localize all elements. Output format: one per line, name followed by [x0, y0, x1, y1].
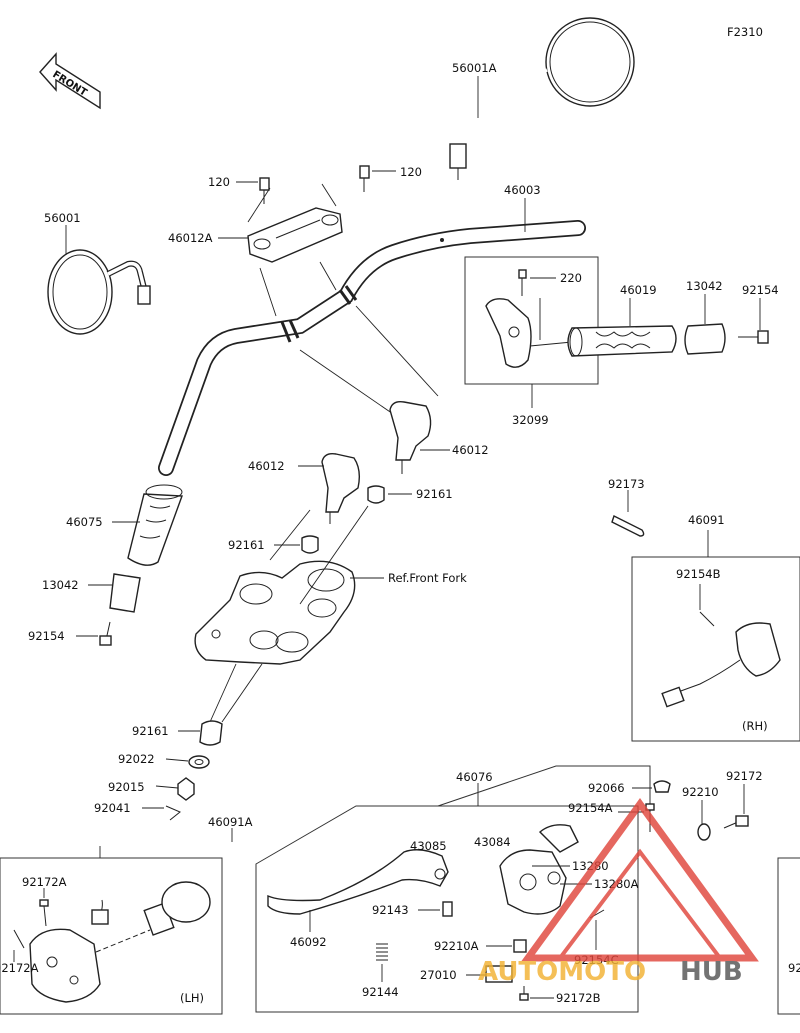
label-92172A-b: 92172A [0, 961, 39, 975]
front-arrow-icon: FRONT [39, 52, 101, 110]
label-92015: 92015 [108, 780, 145, 794]
label-46091A: 46091A [208, 815, 253, 829]
right-switch-box [631, 556, 800, 742]
clutch-lever [267, 849, 449, 915]
washer-92210 [697, 823, 711, 841]
bar-end-weight-right [684, 323, 726, 355]
pin-92143 [442, 901, 453, 917]
label-92172B: 92172B [556, 991, 601, 1005]
right-grip [567, 325, 677, 357]
label-46092: 46092 [290, 935, 327, 949]
label-92143: 92143 [372, 903, 409, 917]
label-13042-a: 13042 [686, 279, 723, 293]
label-43084: 43084 [474, 835, 511, 849]
stem-washer [188, 755, 210, 769]
label-43085: 43085 [410, 839, 447, 853]
throttle-housing [485, 298, 532, 368]
label-46003: 46003 [504, 183, 541, 197]
label-92144: 92144 [362, 985, 399, 999]
switch-bracket [611, 515, 645, 537]
mirror-right [449, 17, 635, 180]
throttle-screw [518, 269, 527, 296]
clamp-bolt-right [359, 165, 370, 192]
label-46019: 46019 [620, 283, 657, 297]
figure-code: F2310 [727, 25, 763, 39]
label-32099: 32099 [512, 413, 549, 427]
label-92210A: 92210A [434, 939, 479, 953]
bushing-a [367, 485, 385, 504]
label-92173: 92173 [608, 477, 645, 491]
mirror-left [47, 249, 151, 335]
right-switch-housing [661, 611, 781, 708]
label-92066: 92066 [588, 781, 625, 795]
label-92154-b: 92154 [28, 629, 65, 643]
stem-nut [177, 777, 195, 801]
watermark-logo: AUTOMOTO HUB [478, 798, 759, 987]
label-cut: 92 [788, 961, 800, 975]
label-92041: 92041 [94, 801, 131, 815]
label-92154B: 92154B [676, 567, 721, 581]
bushing-b [301, 535, 319, 554]
label-92154A: 92154A [568, 801, 613, 815]
bar-end-bolt-right [738, 330, 769, 344]
rh-note: (RH) [742, 719, 768, 733]
label-92022: 92022 [118, 752, 155, 766]
label-92161-c: 92161 [132, 724, 169, 738]
label-46076: 46076 [456, 770, 493, 784]
screw-92172A-b [13, 929, 25, 949]
cotter-pin [165, 805, 181, 821]
left-switch-box [0, 857, 223, 1015]
label-120-a: 120 [208, 175, 230, 189]
lever-assembly-box [255, 805, 639, 1013]
holder-right [389, 400, 432, 474]
label-92161-a: 92161 [416, 487, 453, 501]
label-56001: 56001 [44, 211, 81, 225]
left-grip [127, 484, 183, 566]
switch-27010 [485, 965, 513, 983]
left-switch-housing [29, 881, 211, 1003]
bolt-92172 [723, 815, 749, 829]
label-46091: 46091 [688, 513, 725, 527]
collar-92210A [513, 939, 527, 953]
ref-front-fork: Ref.Front Fork [388, 571, 467, 585]
label-27010: 27010 [420, 968, 457, 982]
label-46075: 46075 [66, 515, 103, 529]
upper-clamp [247, 207, 343, 263]
stem-bushing [199, 720, 223, 746]
label-92172A-a: 92172A [22, 875, 67, 889]
label-92210: 92210 [682, 785, 719, 799]
label-92154-a: 92154 [742, 283, 779, 297]
handlebar [158, 220, 586, 476]
holder-left [321, 452, 361, 524]
label-56001A: 56001A [452, 61, 497, 75]
bar-end-bolt-left [99, 621, 112, 646]
label-220: 220 [560, 271, 582, 285]
screw-92172A [39, 899, 49, 927]
label-13042-b: 13042 [42, 578, 79, 592]
label-46012-a: 46012 [248, 459, 285, 473]
watermark-brand-b: HUB [680, 957, 743, 987]
bar-end-weight-left [109, 573, 141, 613]
label-46012-b: 46012 [452, 443, 489, 457]
label-92161-b: 92161 [228, 538, 265, 552]
label-92172: 92172 [726, 769, 763, 783]
screw-92172B [519, 986, 529, 1001]
throttle-group-box [464, 256, 599, 385]
label-120-b: 120 [400, 165, 422, 179]
upper-triple-clamp [194, 560, 356, 665]
spring-92144 [376, 943, 388, 961]
cut-off-box [777, 857, 800, 1015]
cap-92066 [653, 780, 671, 793]
lh-note: (LH) [180, 991, 204, 1005]
watermark-brand-a: AUTOMOTO [478, 957, 646, 987]
label-46012A: 46012A [168, 231, 213, 245]
